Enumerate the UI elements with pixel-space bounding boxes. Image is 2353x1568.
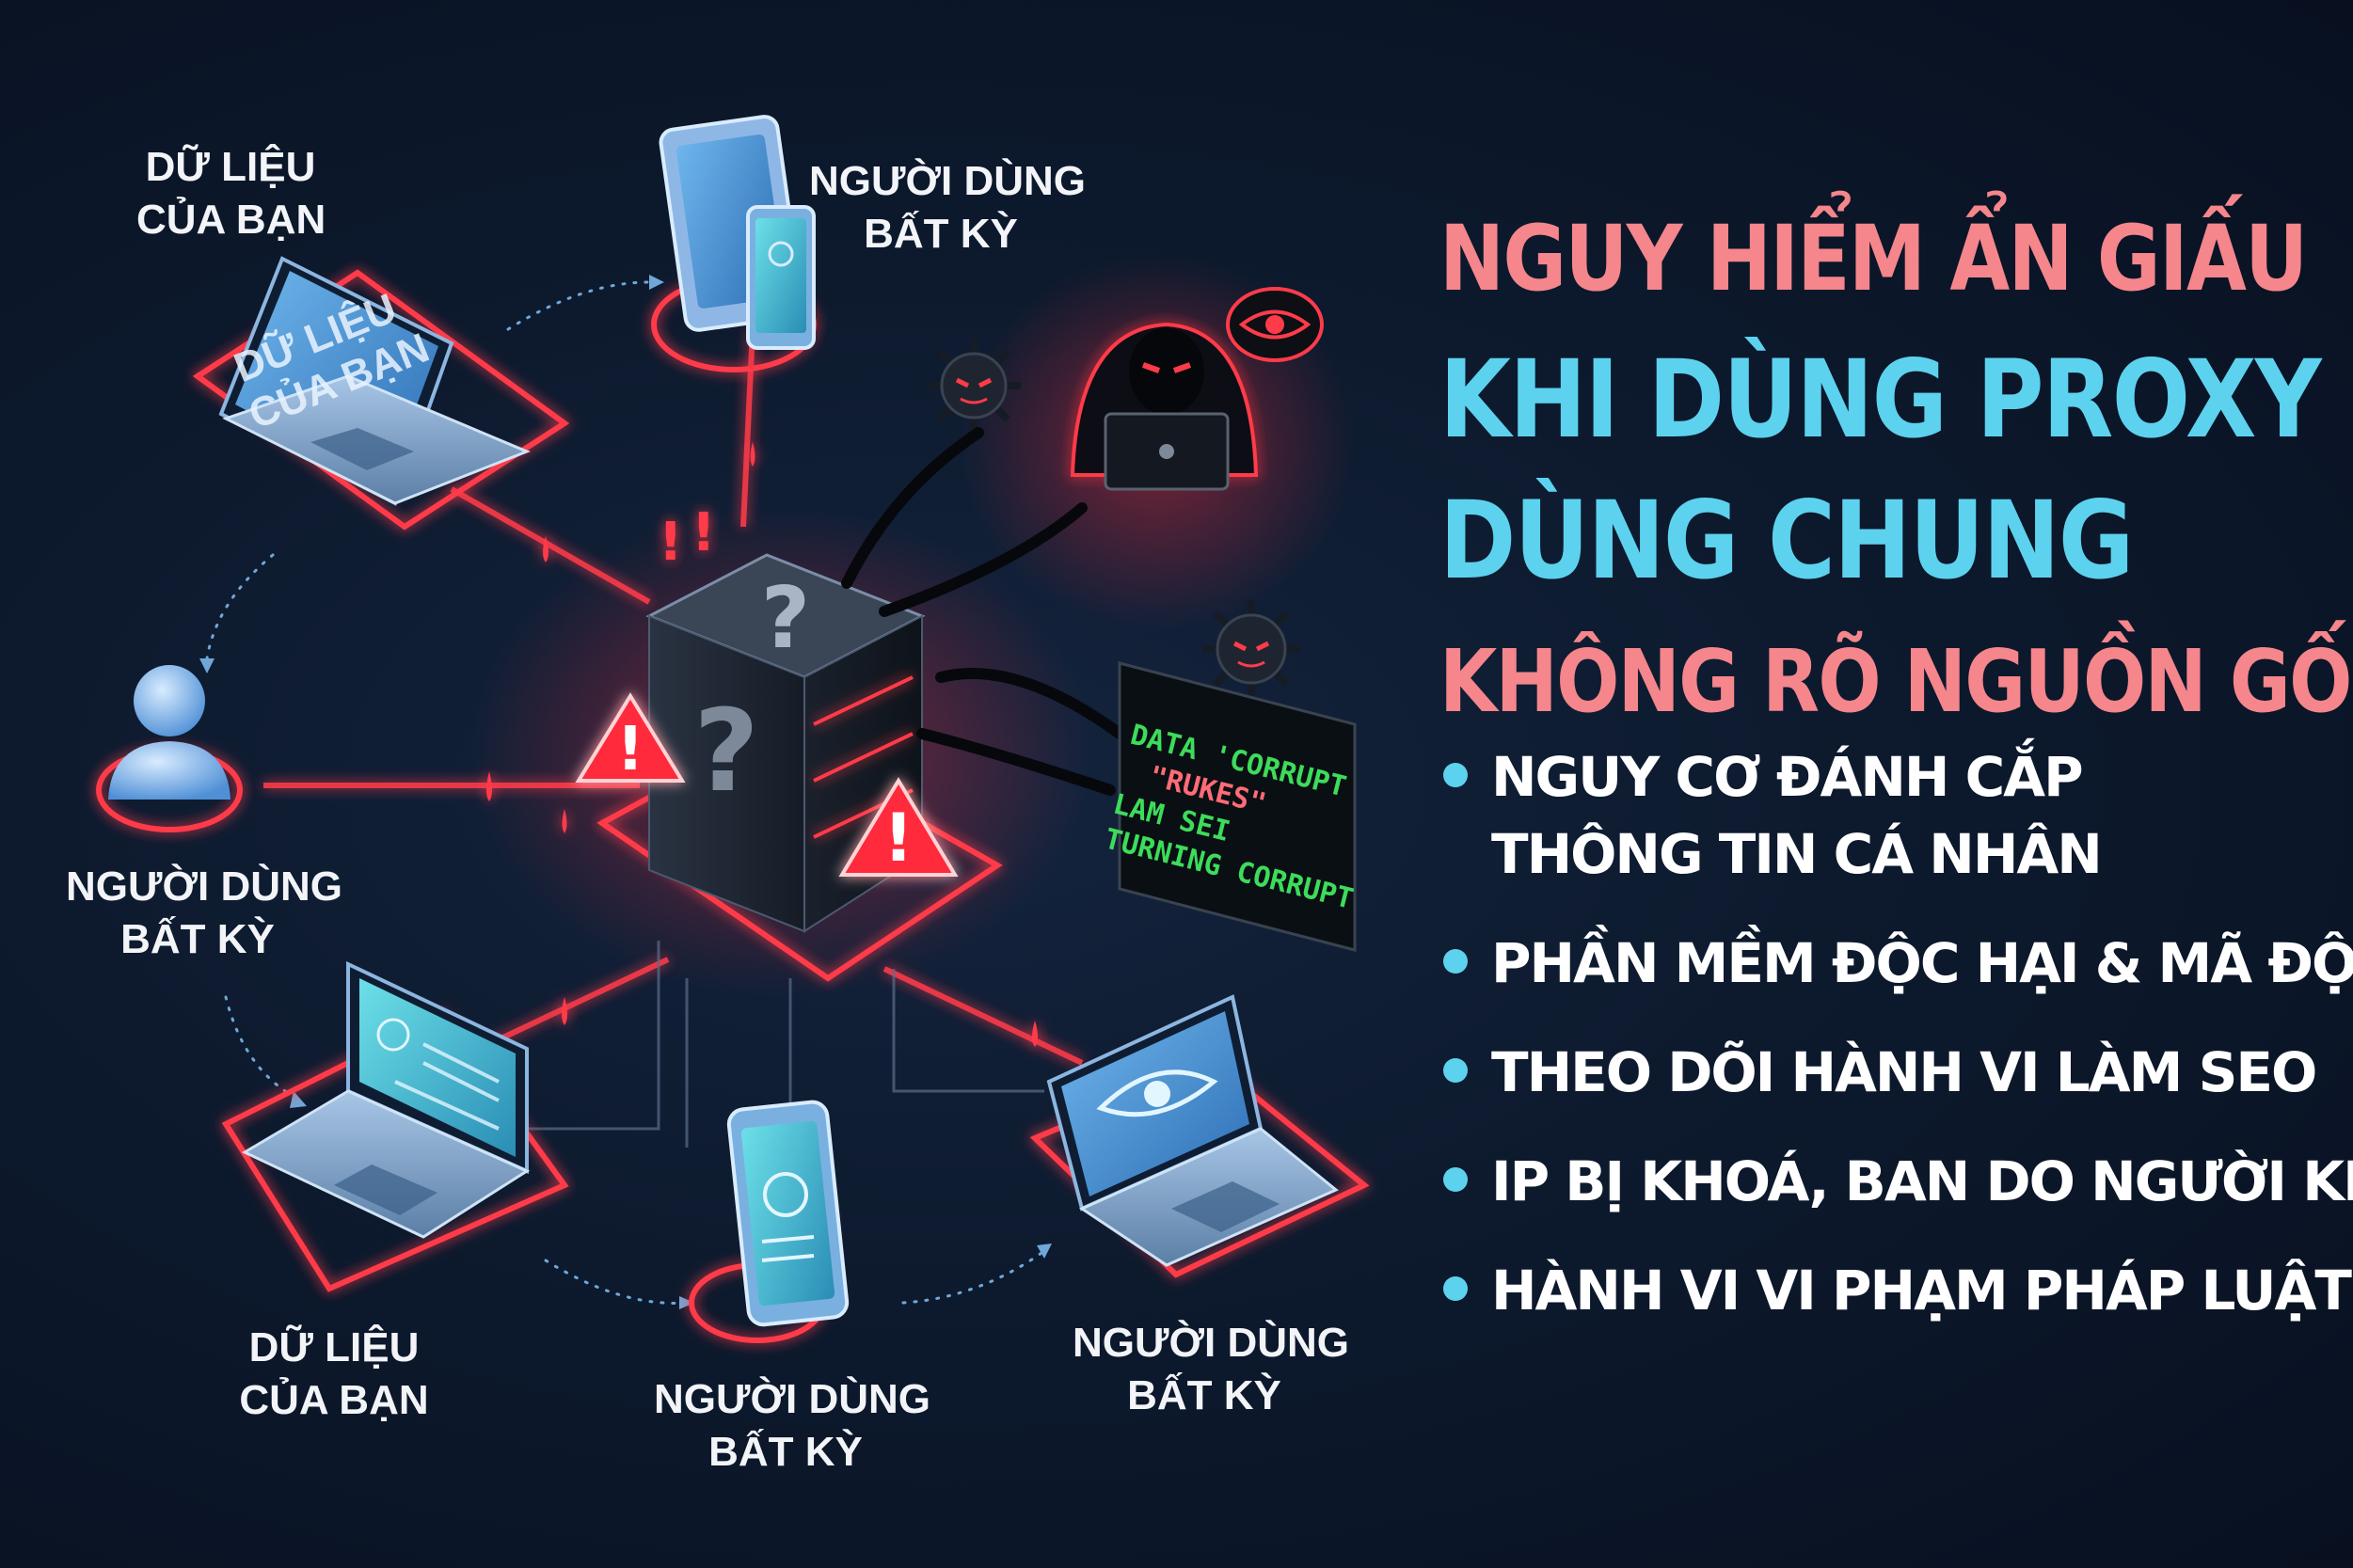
- tablet-icon: [659, 115, 816, 350]
- terminal-window: DATA 'CORRUPT "RUKES" LAM SEI TURNING CO…: [1101, 661, 1357, 952]
- bullet-dot-icon: [1443, 1058, 1468, 1083]
- label-your-data-top: DỮ LIỆU CỦA BẠN: [136, 144, 326, 243]
- eye-speech-bubble-icon: [1226, 287, 1324, 362]
- list-item-text: IP BỊ KHOÁ, BAN DO NGƯỜI KHÁC: [1491, 1149, 2353, 1213]
- server-question-mark-front: ?: [693, 687, 759, 817]
- label-any-user-left: NGƯỜI DÙNG BẤT KỲ: [66, 863, 343, 962]
- bullet-dot-icon: [1443, 1276, 1468, 1301]
- headline-line-1: NGUY HIỂM ẨN GIẤU: [1439, 206, 2308, 311]
- label-any-user-right: NGƯỜI DÙNG BẤT KỲ: [1073, 1320, 1350, 1418]
- label-your-data-bottom: DỮ LIỆU CỦA BẠN: [239, 1324, 429, 1423]
- virus-icon: [1202, 600, 1300, 698]
- warning-icon: !: [575, 692, 686, 784]
- list-item: THEO DÕI HÀNH VI LÀM SEO: [1439, 1034, 2343, 1111]
- svg-text:!: !: [659, 512, 683, 573]
- exclamation-icon: ! !: [659, 502, 716, 573]
- red-drips: [486, 442, 1038, 1047]
- list-item-text: PHẦN MỀM ĐỘC HẠI & MÃ ĐỘC: [1491, 931, 2353, 995]
- bullet-dot-icon: [1443, 1167, 1468, 1192]
- headline: NGUY HIỂM ẨN GIẤU KHI DÙNG PROXY DÙNG CH…: [1439, 188, 2353, 752]
- headline-line-2: KHI DÙNG PROXY: [1439, 337, 2322, 462]
- dark-tendrils: [841, 427, 1125, 796]
- laptop-icon: [241, 960, 531, 1239]
- list-item: HÀNH VI VI PHẠM PHÁP LUẬT: [1439, 1252, 2352, 1329]
- list-item-text: THEO DÕI HÀNH VI LÀM SEO: [1491, 1040, 2317, 1104]
- virus-icon: [927, 339, 1021, 433]
- user-avatar-icon: [108, 665, 231, 800]
- red-connections: [263, 328, 1084, 1066]
- server-question-mark: ?: [761, 569, 810, 668]
- list-item-text: HÀNH VI VI PHẠM PHÁP LUẬT: [1491, 1259, 2352, 1323]
- bullet-dot-icon: [1443, 949, 1468, 974]
- headline-line-3: DÙNG CHUNG: [1439, 478, 2134, 603]
- phone-icon: [726, 1100, 850, 1327]
- laptop-icon: [1046, 994, 1339, 1267]
- hacker-icon: [1070, 322, 1259, 491]
- list-item: NGUY CƠ ĐÁNH CẮP THÔNG TIN CÁ NHÂN: [1439, 738, 2343, 893]
- list-item-text: NGUY CƠ ĐÁNH CẮP THÔNG TIN CÁ NHÂN: [1491, 745, 2103, 886]
- list-item: IP BỊ KHOÁ, BAN DO NGƯỜI KHÁC: [1439, 1143, 2353, 1220]
- svg-text:!: !: [883, 800, 914, 877]
- headline-line-4: KHÔNG RÕ NGUỒN GỐC: [1439, 631, 2353, 732]
- warning-icon: !: [838, 777, 959, 877]
- dotted-arrows: [205, 280, 1046, 1305]
- laptop-icon: DỮ LIỆU CỦA BẠN: [218, 256, 531, 506]
- risk-list: NGUY CƠ ĐÁNH CẮP THÔNG TIN CÁ NHÂN PHẦN …: [1439, 738, 2353, 1361]
- label-any-user-bottom: NGƯỜI DÙNG BẤT KỲ: [654, 1376, 931, 1475]
- svg-text:!: !: [616, 715, 644, 784]
- label-any-user-top: NGƯỜI DÙNG BẤT KỲ: [809, 158, 1087, 257]
- network-diagram: DỮ LIỆU CỦA BẠN ?: [96, 115, 1370, 1343]
- bullet-dot-icon: [1443, 763, 1468, 787]
- svg-text:!: !: [692, 502, 716, 563]
- list-item: PHẦN MỀM ĐỘC HẠI & MÃ ĐỘC: [1439, 925, 2353, 1002]
